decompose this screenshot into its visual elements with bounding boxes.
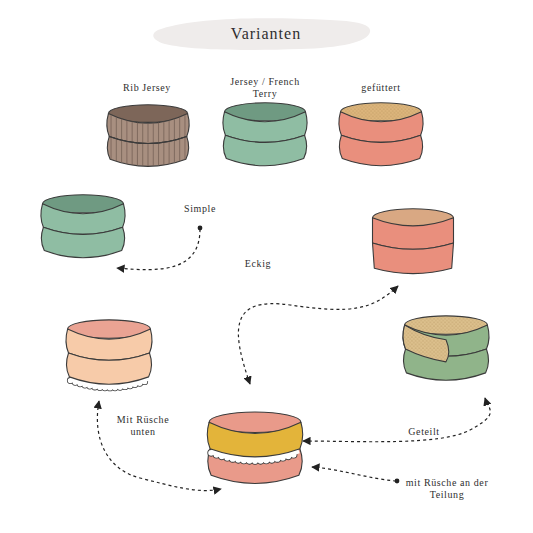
diagram-title: Varianten — [166, 25, 366, 43]
snood-split-part — [404, 327, 447, 361]
snood-bottom-ruffle-part — [66, 329, 152, 360]
variant-label: Mit Rüsche unten — [108, 414, 178, 438]
snood-jersey-part — [223, 135, 306, 166]
snood-simple-part — [41, 227, 124, 258]
snood-middle-ruffle — [207, 412, 302, 483]
fabric-label: Rib Jersey — [107, 82, 187, 94]
variant-label: mit Rüsche an der Teilung — [397, 477, 497, 501]
snood-lined — [339, 103, 423, 166]
dashed-arrow — [303, 398, 490, 442]
snood-angular — [373, 209, 454, 274]
rib-texture-part — [116, 112, 117, 174]
dashed-arrow — [97, 401, 221, 491]
snood-rib-jersey-part — [109, 136, 186, 143]
rib-texture-part — [153, 112, 154, 174]
fabric-label: gefüttert — [341, 82, 421, 94]
rib-texture-part — [184, 112, 185, 174]
snood-simple-part — [41, 204, 125, 235]
dashed-arrow — [312, 467, 396, 481]
snood-angular-part — [373, 243, 454, 274]
snood-jersey — [223, 103, 307, 166]
rib-texture-part — [179, 112, 180, 174]
brush-stroke — [153, 18, 370, 50]
snood-split — [403, 316, 489, 380]
dashed-arrow — [117, 229, 200, 270]
snood-rib-jersey — [107, 105, 189, 174]
variant-label: Geteilt — [394, 426, 454, 438]
snood-jersey-part — [223, 112, 307, 143]
variant-label: Simple — [170, 203, 230, 215]
snood-angular-part — [373, 218, 454, 250]
rib-texture-part — [126, 112, 127, 174]
dashed-arrow — [238, 286, 398, 384]
snood-lined-part — [339, 135, 422, 166]
snood-bottom-ruffle — [66, 320, 152, 388]
rib-texture-part — [142, 112, 143, 174]
snood-bottom-ruffle-part — [66, 353, 151, 384]
variant-label: Eckig — [233, 258, 283, 270]
rib-texture-part — [169, 112, 170, 174]
fabric-label: Jersey / French Terry — [225, 76, 305, 100]
rib-texture-part — [111, 112, 112, 174]
snood-simple — [41, 195, 125, 258]
label-dot — [198, 226, 203, 231]
snood-lined-part — [339, 112, 423, 143]
snood-split-part — [403, 325, 449, 362]
snood-middle-ruffle-part — [207, 422, 302, 457]
rib-texture-part — [174, 112, 175, 174]
rib-texture — [111, 112, 185, 174]
rib-texture-part — [148, 112, 149, 174]
label-dot — [395, 479, 400, 484]
rib-texture-part — [121, 112, 122, 174]
